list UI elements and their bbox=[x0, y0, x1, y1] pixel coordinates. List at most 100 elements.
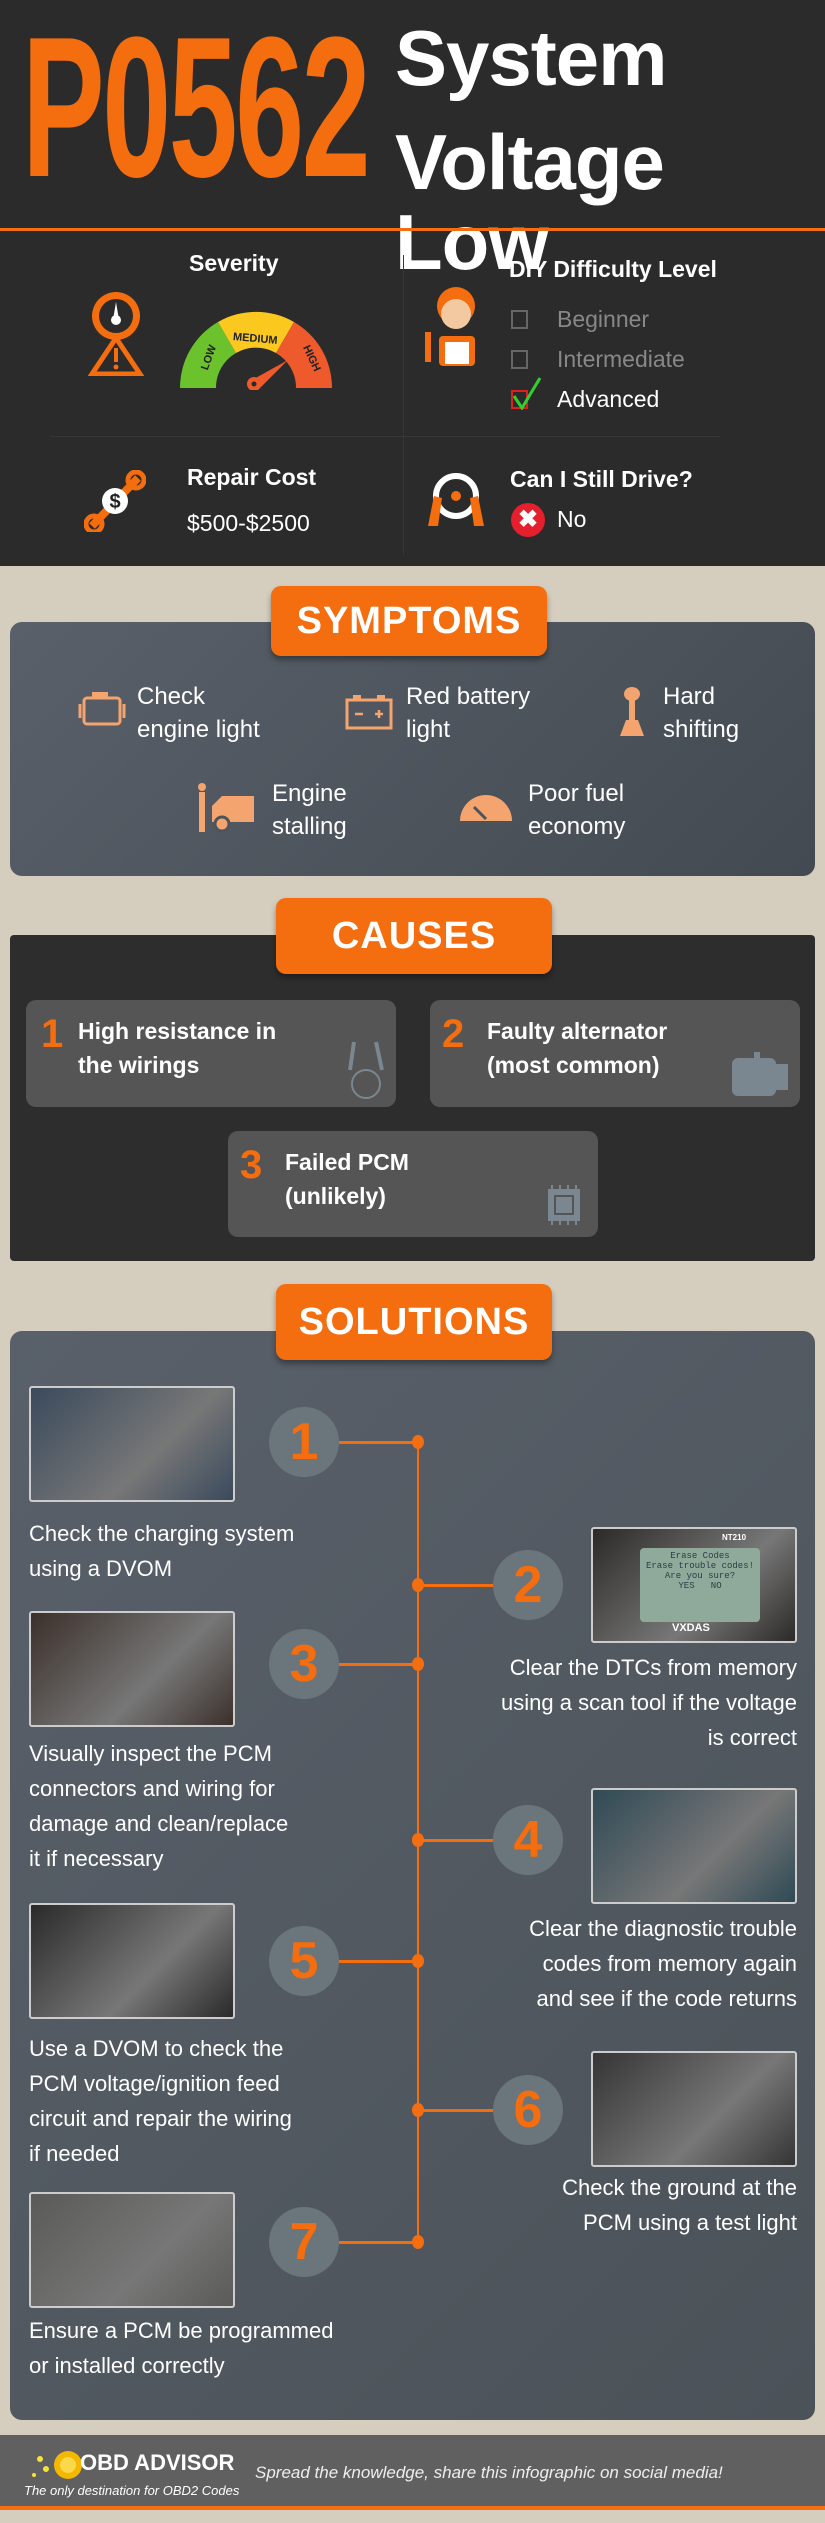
symptom-text: shifting bbox=[663, 716, 740, 743]
cause-line: Failed PCM bbox=[285, 1149, 409, 1175]
can-drive-label: Can I Still Drive? bbox=[510, 466, 693, 492]
solution-line: if needed bbox=[29, 2141, 120, 2166]
divider bbox=[0, 228, 825, 231]
svg-text:$: $ bbox=[109, 491, 120, 513]
solution-line: Check the ground at the bbox=[562, 2175, 797, 2200]
causes-heading: CAUSES bbox=[276, 898, 552, 974]
timeline-dot bbox=[412, 1833, 424, 1847]
gauge-medium: MEDIUM bbox=[232, 331, 277, 347]
alternator-icon bbox=[728, 1050, 794, 1103]
step-number-circle: 7 bbox=[269, 2207, 339, 2277]
step-number-circle: 1 bbox=[269, 1407, 339, 1477]
solution-line: Visually inspect the PCM bbox=[29, 1741, 272, 1766]
timeline-dot bbox=[412, 1657, 424, 1671]
solution-line: PCM using a test light bbox=[583, 2210, 797, 2235]
cause-text: Faulty alternator (most common) bbox=[487, 1014, 667, 1082]
option-advanced: Advanced bbox=[557, 386, 660, 412]
step-number-circle: 3 bbox=[269, 1629, 339, 1699]
symptom-text: light bbox=[406, 716, 451, 743]
screen-text: Erase Codes bbox=[670, 1551, 730, 1561]
solution-line: and see if the code returns bbox=[536, 1986, 798, 2011]
solution-line: using a DVOM bbox=[29, 1556, 173, 1581]
symptom-text: Poor fuel bbox=[528, 780, 625, 807]
cause-line: Faulty alternator bbox=[487, 1018, 668, 1044]
can-drive-value: No bbox=[557, 506, 587, 532]
screen-text: Are you sure? bbox=[664, 1571, 736, 1581]
solution-photo bbox=[591, 1788, 797, 1904]
cause-text: High resistance in the wirings bbox=[78, 1014, 276, 1082]
cause-number: 1 bbox=[41, 1012, 64, 1056]
gear-shifter-icon bbox=[617, 686, 647, 743]
footer-share-text: Spread the knowledge, share this infogra… bbox=[255, 2463, 723, 2482]
solution-step-text: Visually inspect the PCM connectors and w… bbox=[29, 1736, 429, 1876]
scan-tool-brand: VXDAS bbox=[672, 1622, 710, 1634]
connector-line bbox=[339, 1663, 418, 1666]
timeline-dot bbox=[412, 2103, 424, 2117]
solution-line: PCM voltage/ignition feed bbox=[29, 2071, 280, 2096]
solution-line: Use a DVOM to check the bbox=[29, 2036, 284, 2061]
solution-step-text: Clear the DTCs from memory using a scan t… bbox=[397, 1650, 797, 1755]
cause-text: Failed PCM (unlikely) bbox=[285, 1145, 409, 1213]
step-number-circle: 6 bbox=[493, 2075, 563, 2145]
severity-gauge: LOW MEDIUM HIGH bbox=[178, 308, 334, 395]
solution-line: using a scan tool if the voltage bbox=[501, 1690, 797, 1715]
connector-line bbox=[418, 1839, 493, 1842]
solution-step-text: Clear the diagnostic trouble codes from m… bbox=[397, 1911, 797, 2016]
symptom-text: Check bbox=[137, 683, 206, 710]
divider bbox=[403, 255, 404, 555]
solution-line: Clear the diagnostic trouble bbox=[529, 1916, 797, 1941]
cause-line: (unlikely) bbox=[285, 1183, 386, 1209]
cause-line: High resistance in bbox=[78, 1018, 277, 1044]
no-x-icon: ✖ bbox=[511, 503, 545, 537]
cause-number: 3 bbox=[240, 1143, 263, 1187]
repair-cost-value: $500-$2500 bbox=[187, 510, 310, 536]
code-title: P0562 bbox=[22, 0, 371, 219]
jumper-cables-icon bbox=[346, 1040, 388, 1105]
symptom-text: stalling bbox=[272, 813, 347, 840]
solution-photo bbox=[29, 1611, 235, 1727]
cause-card-1: 1 High resistance in the wirings bbox=[26, 1000, 396, 1107]
scan-tool-model: NT210 bbox=[722, 1533, 747, 1542]
option-beginner: Beginner bbox=[557, 306, 650, 332]
repair-cost-label: Repair Cost bbox=[187, 464, 317, 490]
cause-number: 2 bbox=[442, 1012, 465, 1056]
screen-text: YES bbox=[678, 1581, 695, 1591]
screen-text: Erase trouble codes! bbox=[645, 1561, 755, 1571]
cause-card-2: 2 Faulty alternator (most common) bbox=[430, 1000, 800, 1107]
step-number-circle: 4 bbox=[493, 1805, 563, 1875]
solutions-heading: SOLUTIONS bbox=[276, 1284, 552, 1360]
money-wrench-icon: $ bbox=[83, 469, 147, 537]
connector-line bbox=[339, 1441, 418, 1444]
checkbox-intermediate bbox=[511, 350, 528, 369]
symptom-shifting: Hard shifting bbox=[663, 680, 739, 746]
footer-brand: OBD ADVISOR bbox=[80, 2450, 235, 2475]
solution-line: it if necessary bbox=[29, 1846, 164, 1871]
solution-photo bbox=[591, 2051, 797, 2167]
solution-line: Clear the DTCs from memory bbox=[509, 1655, 797, 1680]
divider bbox=[50, 436, 720, 437]
symptom-text: Hard bbox=[663, 683, 716, 710]
title-line1: System bbox=[395, 14, 667, 102]
solution-line: codes from memory again bbox=[542, 1951, 797, 1976]
difficulty-label: DIY Difficulty Level bbox=[509, 256, 717, 282]
solution-line: damage and clean/replace bbox=[29, 1811, 289, 1836]
timeline-dot bbox=[412, 1954, 424, 1968]
chip-icon bbox=[542, 1183, 586, 1232]
solution-line: connectors and wiring for bbox=[29, 1776, 275, 1801]
cause-line: the wirings bbox=[78, 1052, 200, 1078]
symptom-stalling: Engine stalling bbox=[272, 777, 347, 843]
symptom-text: Engine bbox=[272, 780, 347, 807]
cause-line: (most common) bbox=[487, 1052, 660, 1078]
connector-line bbox=[339, 2241, 418, 2244]
footer: OBD ADVISOR The only destination for OBD… bbox=[0, 2435, 825, 2510]
cause-card-3: 3 Failed PCM (unlikely) bbox=[228, 1131, 598, 1237]
severity-warning-icon bbox=[86, 290, 146, 381]
